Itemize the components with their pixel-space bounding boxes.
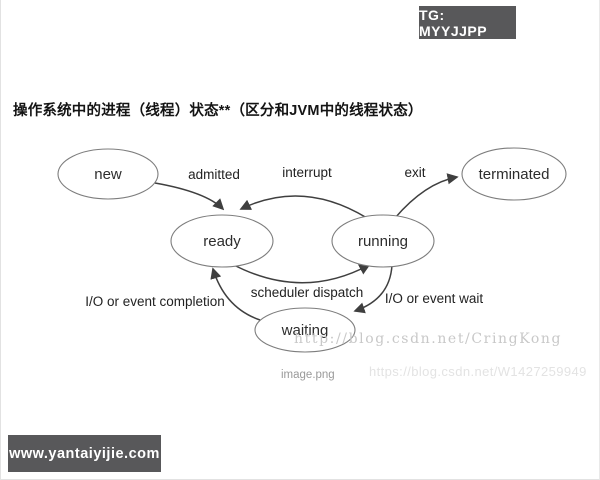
csdn-watermark-secondary: https://blog.csdn.net/W1427259949 — [369, 364, 587, 379]
transition-arrow-scheduler-dispatch — [231, 263, 371, 284]
transition-label-io-completion: I/O or event completion — [85, 294, 225, 309]
transition-arrow-io-wait — [353, 264, 393, 314]
transition-arrow-io-completion — [210, 267, 261, 321]
state-ready: ready — [170, 214, 274, 268]
state-running-ellipse — [331, 214, 435, 268]
site-watermark-badge: www.yantaiyijie.com — [8, 435, 161, 472]
state-ready-ellipse — [170, 214, 274, 268]
state-terminated-ellipse — [461, 147, 567, 201]
transition-label-io-wait: I/O or event wait — [385, 291, 484, 306]
state-waiting-label: waiting — [281, 322, 329, 339]
transition-label-interrupt: interrupt — [282, 165, 332, 180]
state-new: new — [57, 148, 159, 200]
state-running-label: running — [358, 233, 408, 250]
state-ready-label: ready — [203, 233, 241, 250]
telegram-badge-label: TG: MYYJJPP — [419, 6, 488, 39]
transition-arrow-interrupt — [239, 195, 368, 219]
state-waiting-ellipse — [254, 307, 356, 353]
transition-label-exit: exit — [404, 165, 425, 180]
telegram-watermark-badge: TG: MYYJJPP — [419, 6, 516, 39]
csdn-watermark-primary: http://blog.csdn.net/CringKong — [294, 331, 563, 347]
page-title: 操作系统中的进程（线程）状态**（区分和JVM中的线程状态） — [13, 103, 423, 119]
transition-arrows — [154, 173, 459, 321]
image-caption: image.png — [281, 369, 335, 381]
state-new-label: new — [94, 166, 122, 183]
transition-labels: admitted interrupt exit scheduler dispat… — [85, 165, 483, 309]
state-new-ellipse — [57, 148, 159, 200]
transition-label-admitted: admitted — [188, 167, 240, 182]
state-running: running — [331, 214, 435, 268]
transition-arrow-exit — [394, 173, 459, 219]
site-badge-label: www.yantaiyijie.com — [9, 445, 160, 462]
state-terminated: terminated — [461, 147, 567, 201]
transition-label-scheduler-dispatch: scheduler dispatch — [251, 285, 364, 300]
transition-arrow-admitted — [154, 182, 225, 211]
state-terminated-label: terminated — [479, 166, 550, 183]
state-waiting: waiting — [254, 307, 356, 353]
